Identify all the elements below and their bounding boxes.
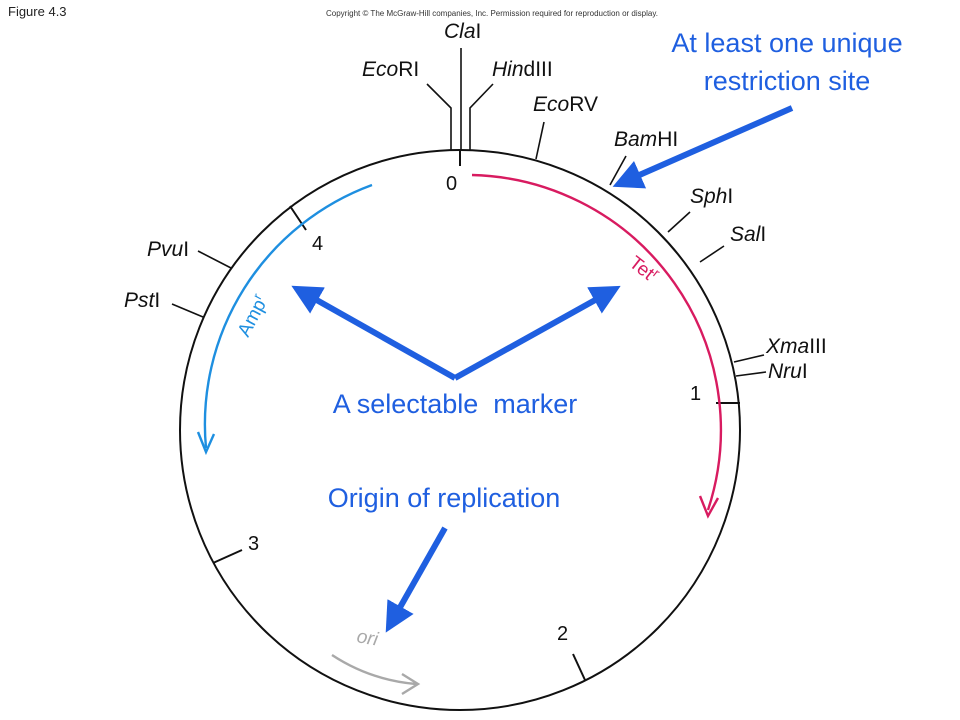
tick-number-1: 1 (690, 383, 701, 405)
ori-label: ori (355, 626, 380, 650)
sali-leader (699, 245, 725, 263)
ori-arc (331, 653, 421, 696)
pvui-leader (197, 250, 232, 269)
plasmid-circle (179, 149, 741, 711)
map-ticks (212, 150, 740, 681)
tet-gene-label: Tetr (625, 250, 664, 288)
site-leader-lines (171, 48, 767, 377)
copyright-notice: Copyright © The McGraw-Hill companies, I… (326, 9, 658, 18)
nrui-leader (735, 371, 767, 377)
site-label-bamhi: BamHI (614, 128, 678, 151)
site-label-psti: PstI (124, 289, 160, 312)
unique-site-arrow (612, 105, 794, 189)
callout-unique-site-line1: At least one unique (671, 28, 902, 58)
psti-leader (171, 303, 204, 318)
callout-selectable-marker: A selectable marker (333, 389, 578, 419)
marker-arrow-left (291, 285, 457, 381)
tick-number-2: 2 (557, 623, 568, 645)
tet-gene-arc (471, 173, 723, 519)
xmaiii-leader (733, 354, 765, 363)
amp-gene-arc (196, 183, 373, 456)
ecori-leader (426, 83, 452, 150)
site-label-ecori: EcoRI (362, 58, 419, 81)
hindiii-leader (469, 83, 494, 150)
callout-arrows (291, 105, 794, 633)
site-label-sali: SalI (730, 223, 766, 246)
site-label-clai: ClaI (444, 20, 481, 43)
origin-arrow (385, 526, 448, 633)
site-label-hindiii: HindIII (492, 58, 553, 81)
callout-unique-site-line2: restriction site (704, 66, 871, 96)
tick-4 (289, 205, 307, 231)
bamhi-leader (609, 155, 627, 186)
amp-gene-label: Ampr (231, 290, 273, 340)
site-label-pvui: PvuI (147, 238, 189, 261)
site-label-ecorv: EcoRV (533, 93, 598, 116)
tick-2 (572, 653, 586, 681)
tick-number-0: 0 (446, 173, 457, 195)
figure-label: Figure 4.3 (8, 4, 67, 19)
tick-number-4: 4 (312, 233, 323, 255)
site-label-xmaiii: XmaIII (765, 335, 827, 358)
marker-arrow-right (453, 285, 621, 381)
sphi-leader (667, 211, 691, 233)
tick-number-3: 3 (248, 533, 259, 555)
callout-origin: Origin of replication (328, 483, 561, 513)
site-label-nrui: NruI (768, 360, 808, 383)
ecorv-leader (535, 121, 545, 160)
site-label-sphi: SphI (690, 185, 733, 208)
tick-3 (212, 549, 243, 564)
